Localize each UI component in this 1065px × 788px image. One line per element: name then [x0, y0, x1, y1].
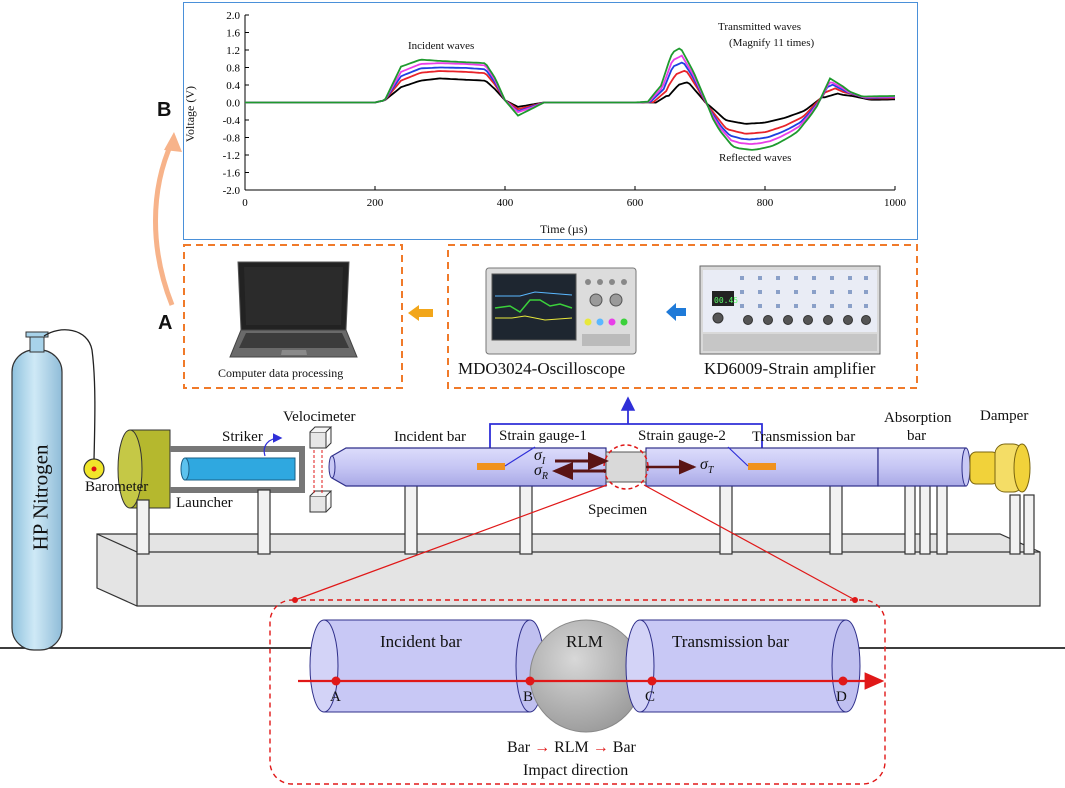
base-platform: [96, 533, 1041, 607]
amplifier-readout: 00.45: [714, 296, 738, 305]
y-tick-label: -0.4: [223, 115, 241, 127]
laptop-icon: [229, 261, 358, 358]
gas-hose: [43, 329, 96, 461]
annot-reflected: Reflected waves: [719, 152, 792, 164]
strain-gauge-2-mark: [748, 463, 776, 470]
point-b-label: B: [523, 689, 534, 705]
detail-transmission-bar-label: Transmission bar: [672, 632, 789, 651]
a-to-b-arrow: [153, 140, 175, 306]
striker-rod: [180, 457, 296, 481]
y-tick-label: 1.2: [226, 45, 240, 57]
impact-sequence: Bar → RLM → Bar: [507, 739, 636, 756]
detail-box: [269, 599, 886, 785]
point-a-label: A: [330, 689, 341, 705]
chart-ylabel: Voltage (V): [183, 85, 197, 143]
y-tick-label: -0.8: [223, 133, 241, 145]
striker-pointer: [263, 433, 283, 457]
absorption-label: Absorption: [884, 410, 952, 426]
to-oscilloscope-arrow: [666, 303, 686, 321]
y-tick-label: 1.6: [226, 28, 240, 40]
specimen-label: Specimen: [588, 502, 648, 518]
sigma-r-label: σR: [534, 462, 548, 483]
gauge-wire: [489, 423, 763, 470]
waveform-chart: 2.0 1.6 1.2 0.8 0.4 0.0 -0.4 -0.8 -1.2 -1.6 -2.00 2…: [223, 10, 907, 209]
instrument-box: [447, 244, 918, 389]
sigma-i-label: σI: [534, 447, 546, 468]
x-tick-label: 0: [242, 197, 248, 209]
y-tick-label: 0.8: [226, 63, 240, 75]
x-tick-label: 800: [757, 197, 774, 209]
strain-gauge-1-label: Strain gauge-1: [499, 428, 587, 444]
x-tick-label: 400: [497, 197, 514, 209]
impact-direction-label: Impact direction: [523, 762, 629, 779]
hp-nitrogen-cylinder: [11, 331, 63, 651]
specimen-block: [605, 451, 647, 483]
velocimeter-label: Velocimeter: [283, 409, 356, 425]
x-tick-label: 200: [367, 197, 384, 209]
oscilloscope-label: MDO3024-Oscilloscope: [458, 359, 626, 378]
hp-nitrogen-label: HP Nitrogen: [28, 444, 53, 551]
waveform-series-5: [245, 47, 896, 151]
panel-b-label: B: [157, 99, 172, 121]
absorption-bar: [877, 447, 971, 487]
sigma-t-label: σT: [700, 456, 714, 477]
oscilloscope-icon: [485, 267, 637, 355]
annot-transmitted: Transmitted waves: [718, 21, 802, 33]
strain-gauge-2-label: Strain gauge-2: [638, 428, 726, 444]
barometer-label: Barometer: [85, 479, 149, 495]
strain-amplifier-icon: 00.45: [699, 265, 881, 355]
transmission-bar-label: Transmission bar: [752, 429, 856, 445]
y-tick-label: 0.0: [226, 98, 240, 110]
launcher-body: [117, 429, 305, 509]
detail-rlm-label: RLM: [566, 632, 603, 651]
annot-magnify: (Magnify 11 times): [729, 37, 815, 49]
chart-xlabel: Time (µs): [540, 222, 588, 236]
annot-incident: Incident waves: [408, 40, 475, 52]
amplifier-label: KD6009-Strain amplifier: [704, 359, 876, 378]
x-tick-label: 1000: [884, 197, 907, 209]
detail-incident-bar: [309, 619, 545, 713]
y-tick-label: 0.4: [226, 80, 240, 92]
point-c-label: C: [645, 689, 656, 705]
computer-label: Computer data processing: [218, 366, 344, 380]
x-tick-label: 600: [627, 197, 644, 209]
point-d-label: D: [836, 689, 847, 705]
y-tick-label: -1.6: [223, 168, 241, 180]
velocimeter: [309, 426, 333, 513]
strain-gauge-1-mark: [477, 463, 505, 470]
y-tick-label: -2.0: [223, 185, 241, 197]
striker-label: Striker: [222, 429, 263, 445]
detail-transmission-bar: [625, 619, 861, 713]
panel-a-label: A: [158, 312, 173, 334]
absorption-bar-label: bar: [907, 428, 927, 444]
incident-bar-label: Incident bar: [394, 429, 467, 445]
damper-label: Damper: [980, 408, 1029, 424]
to-computer-arrow: [408, 305, 433, 321]
damper: [969, 443, 1031, 493]
incident-bar: [328, 447, 607, 487]
y-tick-label: 2.0: [226, 10, 240, 22]
computer-box: [183, 244, 403, 389]
y-tick-label: -1.2: [223, 150, 240, 162]
detail-incident-bar-label: Incident bar: [380, 632, 462, 651]
launcher-label: Launcher: [176, 495, 233, 511]
